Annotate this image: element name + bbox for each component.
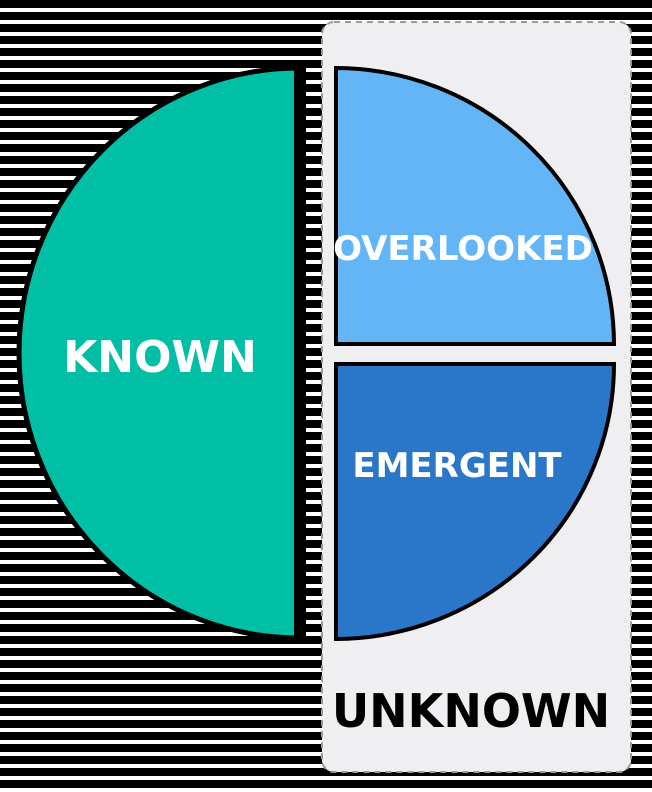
known-segment-edge bbox=[294, 68, 306, 638]
known-label: KNOWN bbox=[63, 332, 257, 383]
known-segment bbox=[16, 65, 302, 641]
overlooked-segment bbox=[334, 65, 617, 346]
emergent-segment bbox=[334, 362, 617, 642]
unknown-label: UNKNOWN bbox=[332, 684, 610, 738]
overlooked-label: OVERLOOKED bbox=[333, 229, 593, 269]
emergent-label: EMERGENT bbox=[352, 446, 562, 486]
